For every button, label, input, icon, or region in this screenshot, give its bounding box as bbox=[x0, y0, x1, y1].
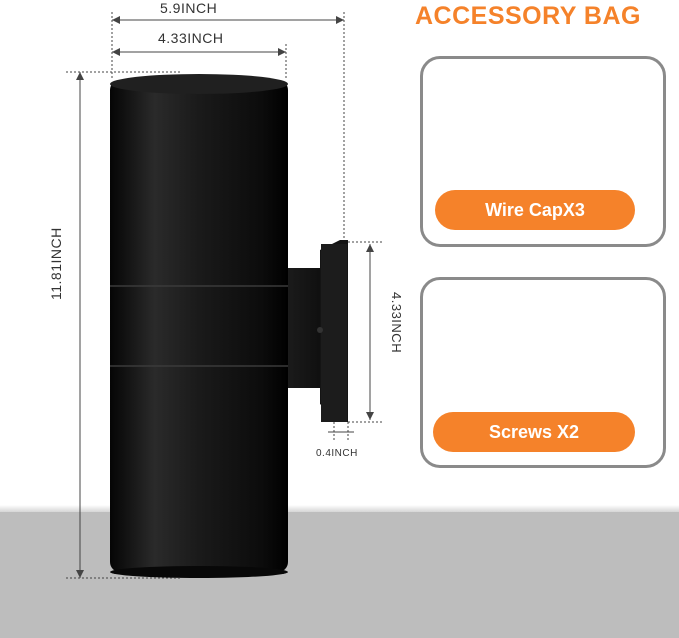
screws-label: Screws X2 bbox=[433, 412, 635, 452]
dimension-arrows bbox=[76, 16, 374, 578]
total-width-label: 5.9INCH bbox=[160, 0, 218, 16]
dimension-lines bbox=[66, 12, 384, 579]
light-fixture bbox=[110, 74, 288, 578]
mount-height-label: 4.33INCH bbox=[389, 292, 404, 354]
accessory-bag-title: ACCESSORY BAG bbox=[415, 2, 641, 30]
mounting-bracket bbox=[288, 240, 348, 422]
mount-depth-label: 0.4INCH bbox=[316, 448, 358, 459]
floor-edge bbox=[0, 505, 679, 515]
body-width-label: 4.33INCH bbox=[158, 30, 224, 46]
wire-cap-label: Wire CapX3 bbox=[435, 190, 635, 230]
height-label: 11.81INCH bbox=[48, 227, 64, 300]
